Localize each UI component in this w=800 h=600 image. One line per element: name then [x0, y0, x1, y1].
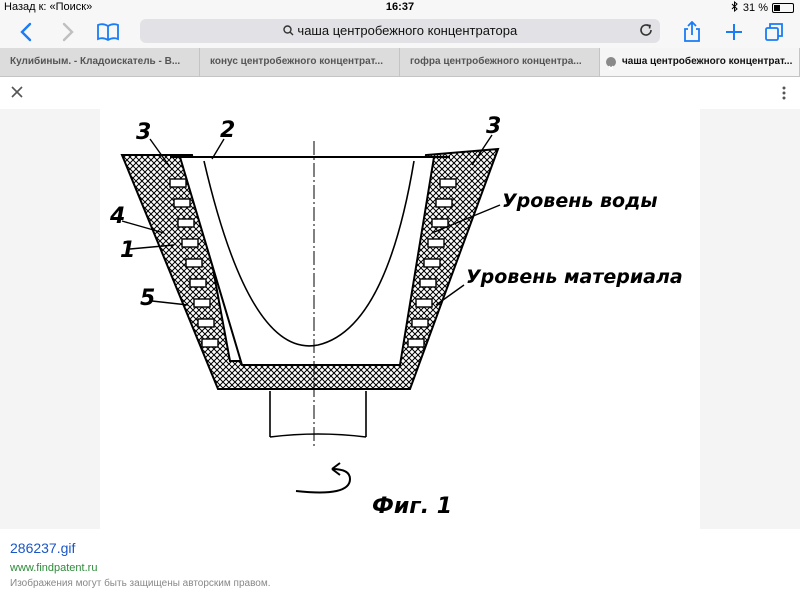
battery-icon	[772, 3, 794, 13]
image-title-link[interactable]: 286237.gif	[10, 540, 76, 556]
image-viewer: 3 2 3 4 1 5 Уровень воды Уровень материа…	[0, 109, 800, 529]
material-level-label: Уровень материала	[466, 266, 683, 288]
tab-label: Кулибиным. - Кладоискатель - В...	[10, 56, 181, 67]
copyright-note: Изображения могут быть защищены авторски…	[10, 578, 271, 589]
battery-fill	[774, 5, 780, 11]
tab-kulibin[interactable]: Кулибиным. - Кладоискатель - В...	[0, 48, 200, 76]
bookmarks-icon[interactable]	[96, 20, 120, 44]
back-to-app-link[interactable]: Назад к: «Поиск»	[4, 1, 93, 13]
new-tab-icon[interactable]	[722, 20, 746, 44]
image-viewer-bar	[0, 77, 800, 109]
label-3-left: 3	[136, 120, 151, 145]
battery-percent: 31 %	[742, 2, 768, 14]
share-icon[interactable]	[680, 20, 704, 44]
label-3-right: 3	[486, 114, 501, 139]
status-right: 31 %	[731, 0, 794, 15]
riffles-left	[169, 178, 219, 348]
address-text-wrap: чаша центробежного концентратора	[140, 23, 660, 38]
tab-label: чаша центробежного концентрат...	[622, 56, 793, 67]
rotation-arrow-icon	[295, 462, 352, 494]
tab-strip: Кулибиным. - Кладоискатель - В... конус …	[0, 48, 800, 77]
forward-button[interactable]	[56, 20, 80, 44]
drive-shaft	[269, 391, 367, 438]
more-options-icon[interactable]	[782, 85, 786, 106]
label-5: 5	[140, 286, 155, 311]
tab-label: конус центробежного концентрат...	[210, 56, 383, 67]
close-icon[interactable]	[10, 85, 24, 104]
water-surface-curve	[203, 160, 415, 347]
tab-cone[interactable]: конус центробежного концентрат...	[200, 48, 400, 76]
address-bar[interactable]: чаша центробежного концентратора	[140, 19, 660, 43]
tab-bowl-active[interactable]: чаша центробежного концентрат...	[600, 48, 800, 76]
clock: 16:37	[385, 1, 415, 13]
address-text: чаша центробежного концентратора	[297, 23, 518, 38]
tab-close-icon[interactable]	[606, 57, 616, 71]
water-level-label: Уровень воды	[502, 190, 658, 212]
figure-caption: Фиг. 1	[372, 494, 452, 519]
tabs-overview-icon[interactable]	[762, 20, 786, 44]
patent-drawing: 3 2 3 4 1 5 Уровень воды Уровень материа…	[109, 114, 683, 519]
bluetooth-icon	[731, 0, 739, 15]
patent-image: 3 2 3 4 1 5 Уровень воды Уровень материа…	[100, 109, 700, 529]
image-caption: 286237.gif www.findpatent.ru Изображения…	[0, 530, 800, 600]
label-2: 2	[220, 118, 235, 143]
tab-label: гофра центробежного концентра...	[410, 56, 582, 67]
label-4: 4	[109, 204, 125, 229]
leader-lines	[121, 134, 501, 306]
status-bar: Назад к: «Поиск» 16:37 31 %	[0, 0, 800, 16]
reload-icon[interactable]	[638, 22, 654, 43]
back-button[interactable]	[14, 20, 38, 44]
label-1: 1	[120, 238, 135, 263]
browser-toolbar: чаша центробежного концентратора	[0, 16, 800, 48]
search-icon	[283, 23, 298, 38]
image-source-link[interactable]: www.findpatent.ru	[10, 562, 98, 574]
riffles-right	[407, 178, 457, 348]
tab-gofra[interactable]: гофра центробежного концентра...	[400, 48, 600, 76]
